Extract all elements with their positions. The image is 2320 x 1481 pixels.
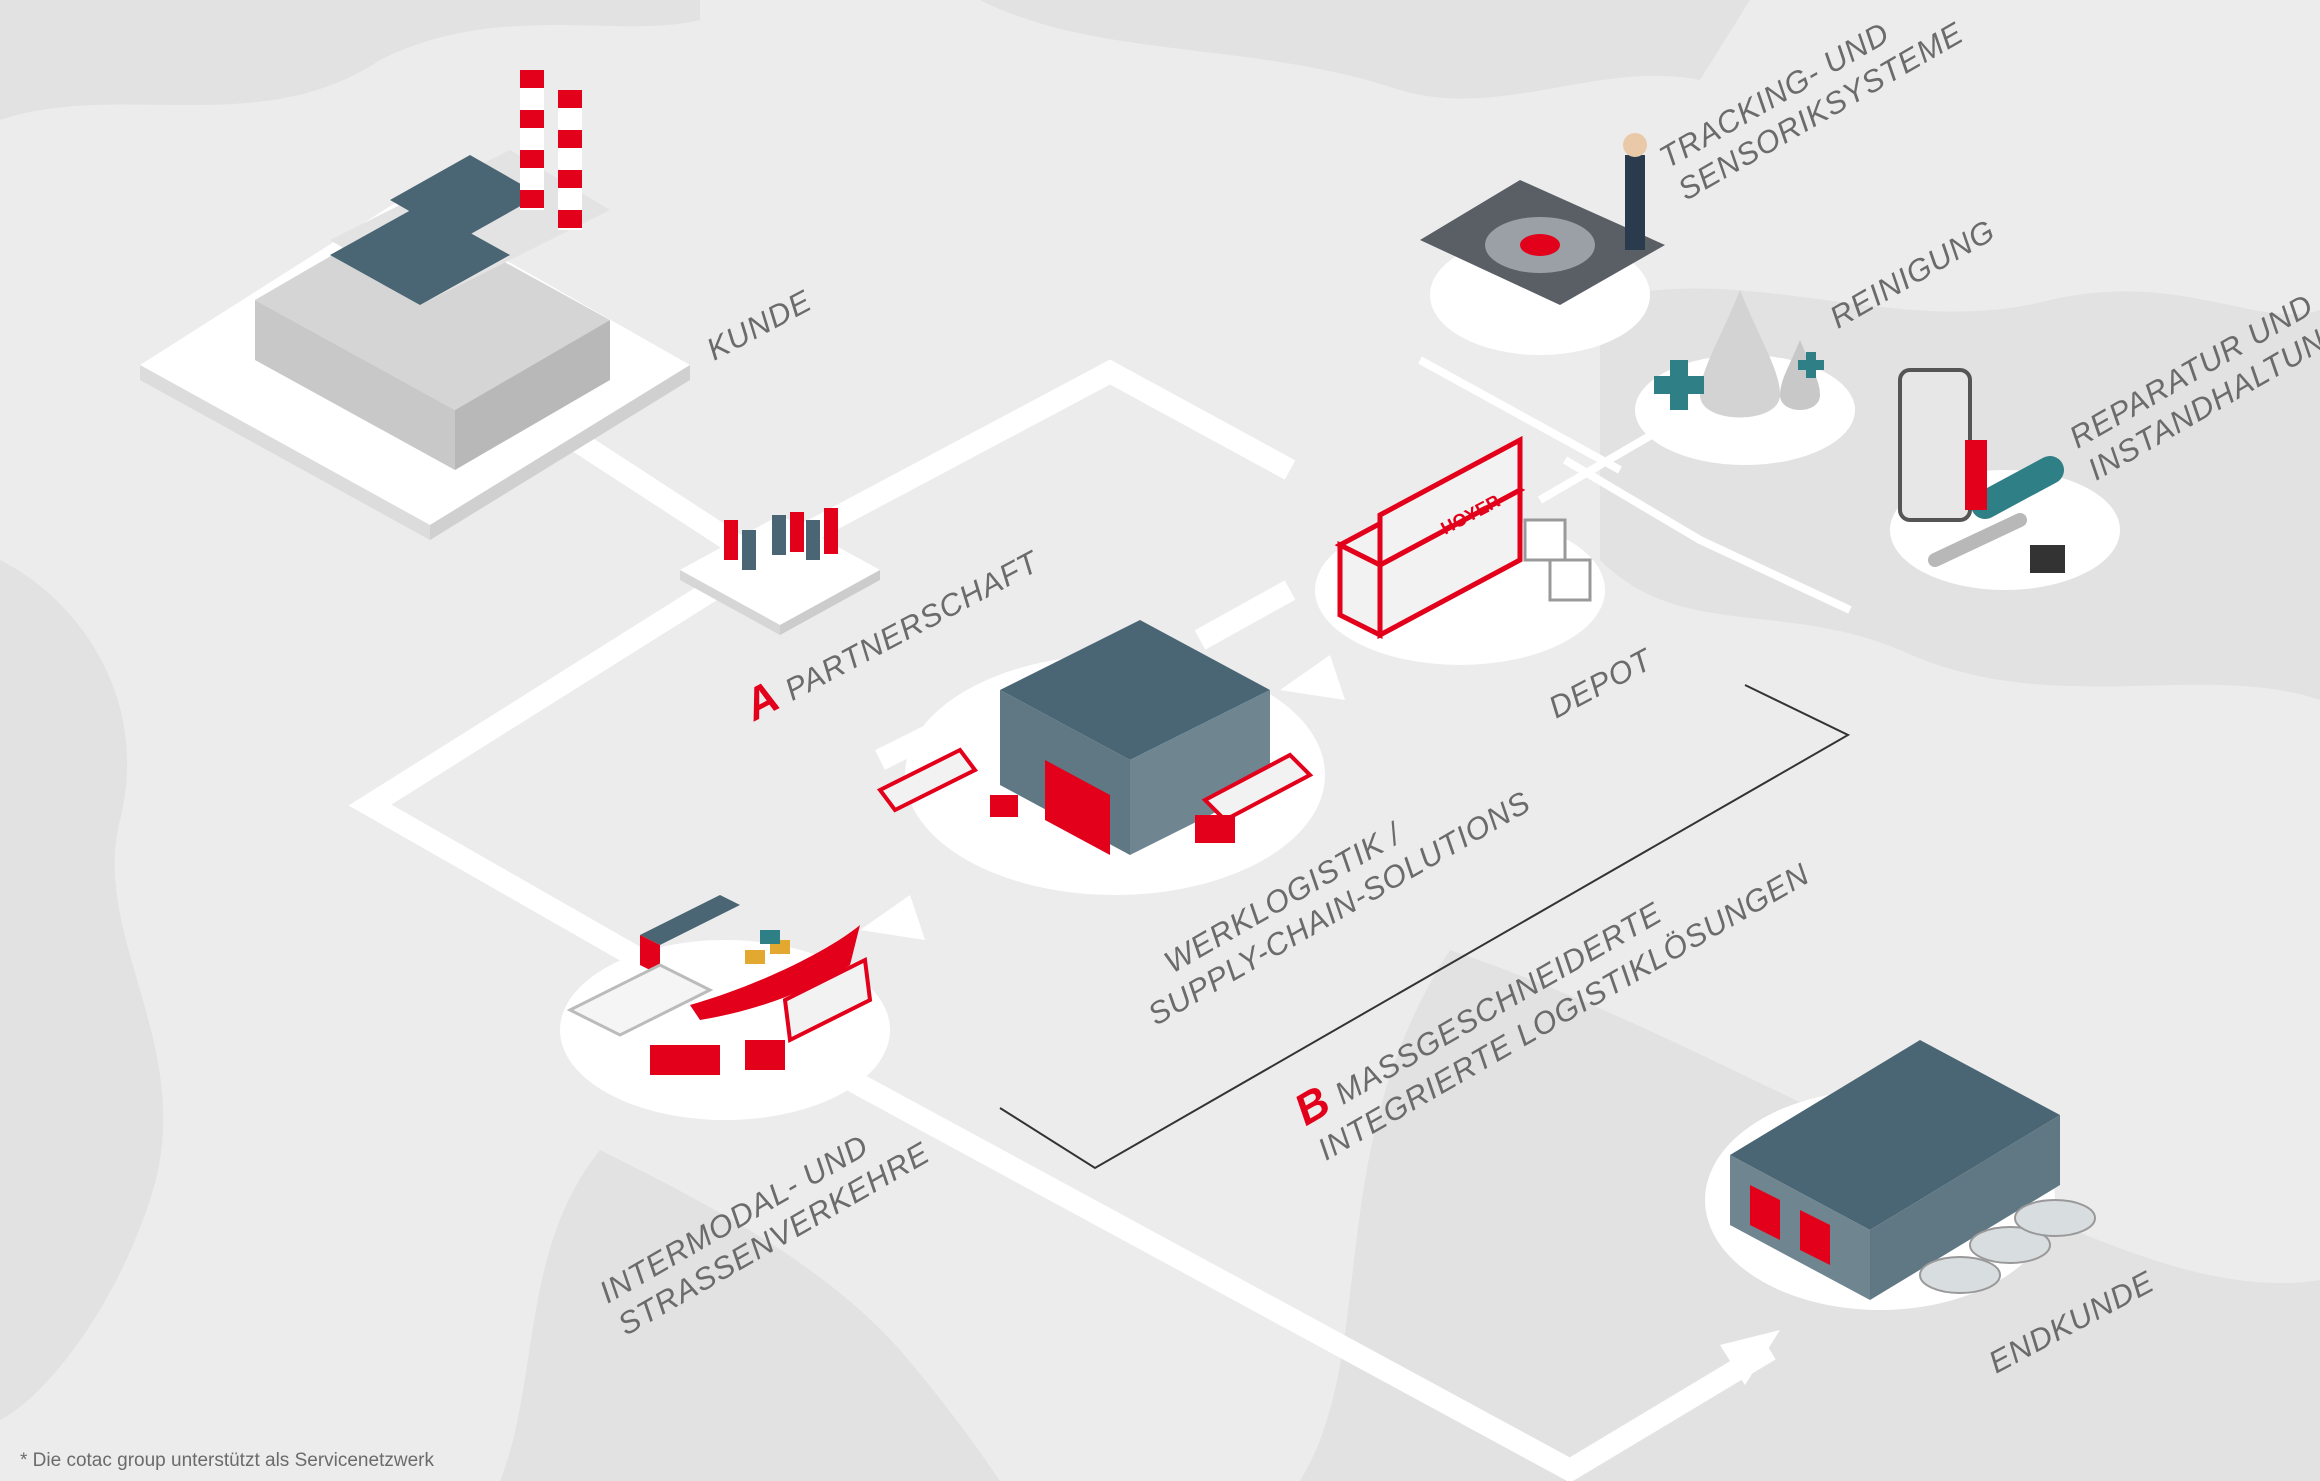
route-arrow-head [1720,1330,1780,1385]
warehouse-platform [876,620,1325,895]
chimney-right [558,90,582,230]
bracket-line [999,684,1851,1170]
route-arrow-depot [1280,655,1345,700]
repair-platform [1890,368,2120,590]
partnership-people [680,508,880,635]
tracking-sensor-platform [1420,133,1665,355]
depot-platform: HOYER [1315,435,1605,665]
service-connector [1418,356,1852,614]
chimney-left [520,70,544,210]
route-arrow-intermodal [860,895,925,940]
intermodal-platform [560,895,890,1120]
endkunde-warehouse [1705,1040,2096,1310]
cleaning-platform [1635,290,1855,465]
factory-kunde [140,70,690,540]
footnote: * Die cotac group unterstützt als Servic… [20,1450,434,1471]
route-path [348,359,1776,1481]
